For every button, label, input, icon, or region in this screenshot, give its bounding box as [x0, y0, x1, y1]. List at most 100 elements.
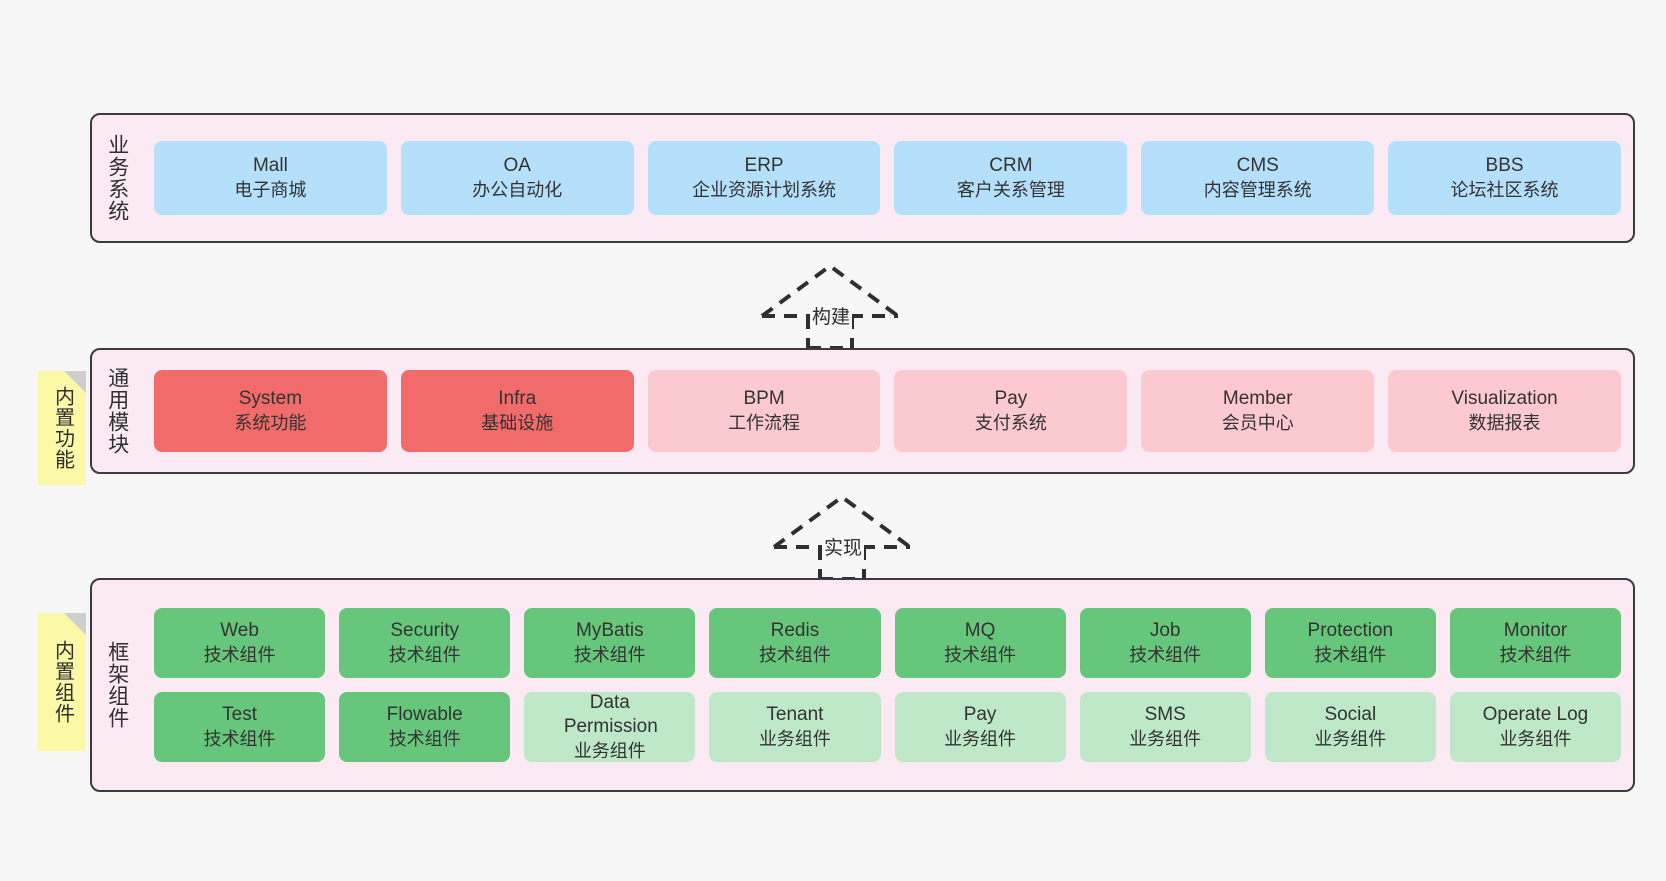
component-card-web[interactable]: Web 技术组件 [154, 608, 326, 678]
module-card-pay[interactable]: Pay 支付系统 [894, 370, 1128, 452]
component-card-security[interactable]: Security 技术组件 [339, 608, 511, 678]
component-name: MQ [964, 620, 996, 642]
component-name: Redis [770, 620, 820, 642]
layer-title-framework-components: 框架组件 [105, 641, 129, 729]
component-card-data-permission[interactable]: Data Permission 业务组件 [524, 692, 696, 762]
module-card-cms[interactable]: CMS 内容管理系统 [1141, 141, 1375, 215]
module-name: CRM [989, 155, 1033, 177]
module-desc: 办公自动化 [472, 179, 563, 200]
component-desc: 技术组件 [388, 728, 461, 749]
layer-common-modules: 通用模块 System 系统功能 Infra 基础设施 BPM 工作流程 Pay… [90, 348, 1635, 474]
component-desc: 技术组件 [944, 644, 1017, 665]
component-desc: 技术组件 [203, 644, 276, 665]
layer-title-business-system: 业务系统 [105, 134, 129, 222]
component-name: SMS [1144, 704, 1186, 726]
component-name: Data Permission [563, 692, 658, 738]
connector-label-build: 构建 [810, 302, 853, 329]
connector-label-implement: 实现 [822, 533, 865, 560]
module-name: Mall [252, 155, 288, 177]
component-card-redis[interactable]: Redis 技术组件 [709, 608, 881, 678]
component-name: Web [220, 620, 259, 642]
connector-build: 构建 [760, 262, 900, 350]
component-card-flowable[interactable]: Flowable 技术组件 [339, 692, 511, 762]
component-desc: 技术组件 [573, 644, 646, 665]
component-name: Security [390, 620, 459, 642]
module-name: System [238, 388, 303, 410]
component-card-operate-log[interactable]: Operate Log 业务组件 [1449, 692, 1621, 762]
note-label: 内置功能 [51, 386, 74, 470]
component-card-protection[interactable]: Protection 技术组件 [1264, 608, 1436, 678]
component-desc: 业务组件 [944, 728, 1017, 749]
module-desc: 内容管理系统 [1203, 179, 1312, 200]
module-name: Visualization [1451, 388, 1558, 410]
module-name: OA [503, 155, 531, 177]
sticky-note-builtin-components: 内置组件 [38, 613, 86, 751]
component-desc: 业务组件 [573, 740, 646, 761]
component-card-test[interactable]: Test 技术组件 [154, 692, 326, 762]
module-name: BPM [743, 388, 785, 410]
component-desc: 业务组件 [1314, 728, 1387, 749]
module-name: BBS [1485, 155, 1524, 177]
component-card-pay[interactable]: Pay 业务组件 [894, 692, 1066, 762]
component-desc: 业务组件 [758, 728, 831, 749]
module-card-oa[interactable]: OA 办公自动化 [400, 141, 634, 215]
module-desc: 系统功能 [234, 412, 307, 433]
module-card-bpm[interactable]: BPM 工作流程 [647, 370, 881, 452]
sticky-note-builtin-features: 内置功能 [38, 371, 86, 485]
module-card-system[interactable]: System 系统功能 [154, 370, 387, 452]
component-card-mybatis[interactable]: MyBatis 技术组件 [524, 608, 696, 678]
module-card-crm[interactable]: CRM 客户关系管理 [894, 141, 1128, 215]
note-label: 内置组件 [51, 640, 74, 724]
module-name: ERP [744, 155, 784, 177]
component-desc: 技术组件 [388, 644, 461, 665]
arrow-head-triangle [760, 263, 900, 318]
layer-title-common-modules: 通用模块 [105, 367, 129, 455]
module-card-member[interactable]: Member 会员中心 [1141, 370, 1375, 452]
component-name: Test [222, 704, 257, 726]
layer-framework-components: 框架组件 Web 技术组件 Security 技术组件 MyBatis 技术组件… [90, 578, 1635, 792]
component-desc: 技术组件 [203, 728, 276, 749]
component-name: Job [1149, 620, 1181, 642]
module-desc: 会员中心 [1221, 412, 1294, 433]
component-name: Protection [1307, 620, 1394, 642]
component-name: MyBatis [576, 620, 644, 642]
component-name: Tenant [766, 704, 824, 726]
module-card-visualization[interactable]: Visualization 数据报表 [1388, 370, 1621, 452]
module-desc: 数据报表 [1468, 412, 1541, 433]
component-desc: 技术组件 [758, 644, 831, 665]
module-name: Infra [498, 388, 537, 410]
module-card-mall[interactable]: Mall 电子商城 [154, 141, 387, 215]
component-name: Operate Log [1482, 704, 1589, 726]
layer-body-business-system: Mall 电子商城 OA 办公自动化 ERP 企业资源计划系统 CRM 客户关系… [142, 115, 1633, 241]
component-name: Monitor [1503, 620, 1568, 642]
component-card-monitor[interactable]: Monitor 技术组件 [1449, 608, 1621, 678]
module-name: CMS [1236, 155, 1279, 177]
module-desc: 客户关系管理 [956, 179, 1065, 200]
component-desc: 技术组件 [1499, 644, 1572, 665]
component-desc: 技术组件 [1314, 644, 1387, 665]
component-card-sms[interactable]: SMS 业务组件 [1079, 692, 1251, 762]
connector-implement: 实现 [772, 493, 912, 581]
module-name: Pay [994, 388, 1028, 410]
layer-body-common-modules: System 系统功能 Infra 基础设施 BPM 工作流程 Pay 支付系统… [142, 350, 1633, 472]
note-fold-corner [64, 613, 86, 635]
component-card-job[interactable]: Job 技术组件 [1079, 608, 1251, 678]
module-card-erp[interactable]: ERP 企业资源计划系统 [647, 141, 881, 215]
module-card-infra[interactable]: Infra 基础设施 [400, 370, 634, 452]
component-card-tenant[interactable]: Tenant 业务组件 [709, 692, 881, 762]
module-desc: 企业资源计划系统 [692, 179, 837, 200]
component-desc: 业务组件 [1129, 728, 1202, 749]
component-name: Flowable [386, 704, 463, 726]
framework-row-tech: Web 技术组件 Security 技术组件 MyBatis 技术组件 Redi… [154, 608, 1621, 678]
component-card-mq[interactable]: MQ 技术组件 [894, 608, 1066, 678]
module-desc: 电子商城 [234, 179, 307, 200]
module-card-bbs[interactable]: BBS 论坛社区系统 [1388, 141, 1621, 215]
component-card-social[interactable]: Social 业务组件 [1264, 692, 1436, 762]
component-name: Pay [963, 704, 997, 726]
component-name: Social [1324, 704, 1377, 726]
module-desc: 基础设施 [481, 412, 554, 433]
framework-row-business: Test 技术组件 Flowable 技术组件 Data Permission … [154, 692, 1621, 762]
layer-body-framework-components: Web 技术组件 Security 技术组件 MyBatis 技术组件 Redi… [142, 580, 1633, 790]
module-name: Member [1222, 388, 1293, 410]
